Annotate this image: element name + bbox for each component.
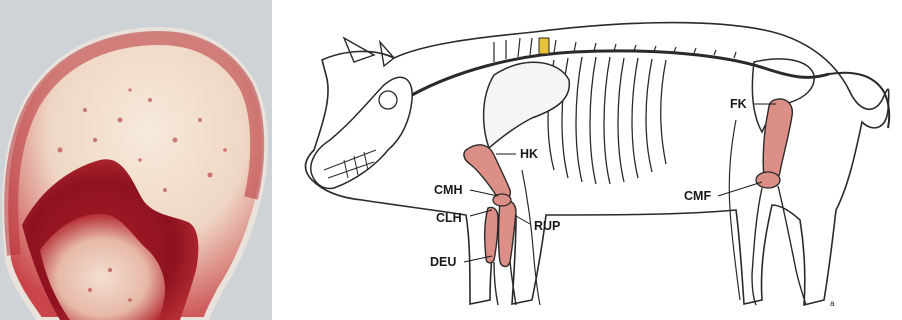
label-cmf: CMF (684, 189, 711, 203)
highlighted-vertebra (539, 38, 549, 54)
label-deu: DEU (430, 255, 456, 269)
bone-section-image (0, 0, 272, 320)
label-rup: RUP (534, 219, 560, 233)
stifle-joint (756, 172, 780, 188)
label-hk: HK (520, 147, 538, 161)
pig-skeleton-drawing: HK FK CMH CLH RUP CMF DEU a (284, 0, 902, 320)
label-fk: FK (730, 97, 747, 111)
corner-mark: a (830, 299, 835, 308)
pig-skeleton-diagram: HK FK CMH CLH RUP CMF DEU a (284, 0, 902, 320)
label-cmh: CMH (434, 183, 462, 197)
label-clh: CLH (436, 211, 462, 225)
bone-section-photo (0, 0, 272, 320)
